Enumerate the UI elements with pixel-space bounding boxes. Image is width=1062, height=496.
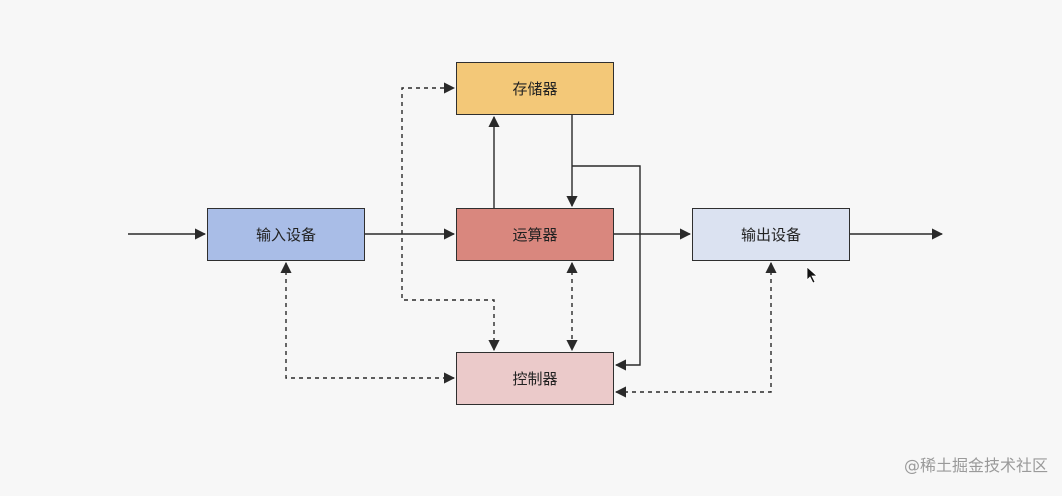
- output-device-label: 输出设备: [740, 226, 801, 244]
- watermark: @稀土掘金技术社区: [903, 456, 1048, 475]
- alu-node: 运算器: [456, 208, 614, 261]
- edge-control-input: [280, 261, 456, 384]
- edge-control-to-memory: [401, 82, 500, 352]
- input-device-node: 输入设备: [207, 208, 365, 261]
- mouse-cursor-icon: [806, 266, 819, 284]
- memory-node: 存储器: [456, 62, 614, 115]
- control-node: 控制器: [456, 352, 614, 405]
- output-device-node: 输出设备: [692, 208, 850, 261]
- memory-label: 存储器: [512, 80, 558, 98]
- alu-label: 运算器: [512, 226, 558, 244]
- edge-control-output: [614, 261, 777, 398]
- edge-memory-to-control: [572, 165, 641, 371]
- control-label: 控制器: [512, 370, 558, 388]
- input-device-label: 输入设备: [255, 226, 316, 244]
